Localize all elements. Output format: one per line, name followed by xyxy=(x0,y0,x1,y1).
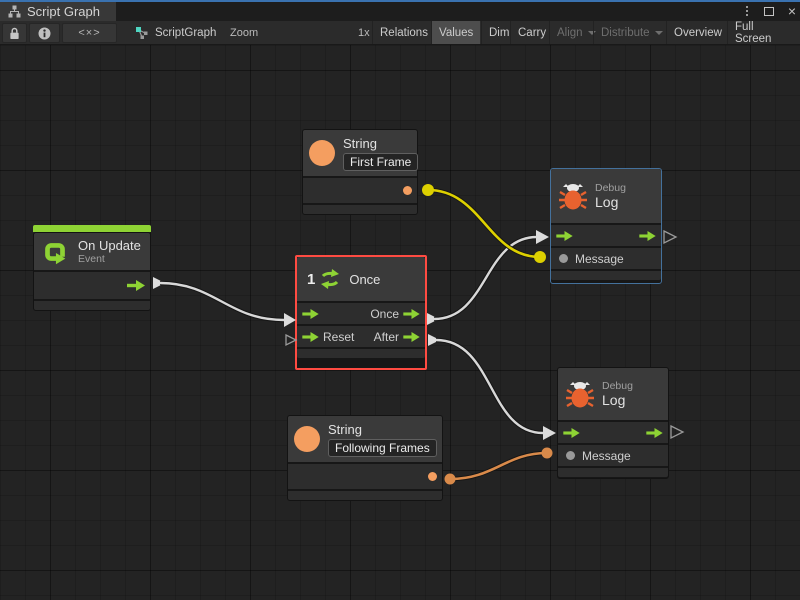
node-footer xyxy=(34,301,150,310)
bug-icon xyxy=(566,382,594,408)
toolbar-button-dim[interactable]: Dim xyxy=(481,21,516,44)
toolbar-button-carry[interactable]: Carry xyxy=(510,21,553,44)
port-label-once: Once xyxy=(370,306,399,321)
graph-name: ScriptGraph xyxy=(155,26,217,39)
node-title: Log xyxy=(595,194,619,210)
toolbar-button-values[interactable]: Values xyxy=(431,21,481,44)
refresh-loop-icon xyxy=(321,269,340,289)
zoom-value: 1x xyxy=(358,27,370,39)
flow-output-port[interactable] xyxy=(646,427,663,438)
lock-button[interactable] xyxy=(2,23,27,43)
chevron-down-icon xyxy=(587,30,596,35)
graph-icon xyxy=(8,5,21,18)
flow-input-port[interactable] xyxy=(302,308,319,319)
string-value-field[interactable]: Following Frames xyxy=(328,438,437,457)
event-accent-bar xyxy=(33,225,151,232)
toolbar-button-fullscreen[interactable]: Full Screen xyxy=(727,21,798,45)
message-input-port[interactable] xyxy=(566,451,575,460)
script-graph-icon xyxy=(136,26,148,39)
graph-breadcrumb[interactable]: ScriptGraph xyxy=(135,21,216,44)
node-category: Debug xyxy=(595,182,626,194)
node-footer xyxy=(297,349,425,358)
after-output-port[interactable] xyxy=(403,331,420,342)
node-title: On Update xyxy=(78,238,141,253)
node-title: Log xyxy=(602,392,626,408)
port-label-message: Message xyxy=(575,251,624,266)
node-string-following-frames[interactable]: String Following Frames xyxy=(287,415,443,501)
update-loop-icon xyxy=(45,242,66,264)
string-output-port[interactable] xyxy=(403,186,412,195)
flow-output-port[interactable] xyxy=(639,230,656,241)
string-output-port[interactable] xyxy=(428,472,437,481)
node-footer xyxy=(303,205,417,214)
string-type-icon xyxy=(294,426,320,452)
toolbar-button-align[interactable]: Align xyxy=(549,21,603,44)
port-label-after: After xyxy=(373,329,399,344)
node-title: Once xyxy=(349,271,381,287)
info-icon xyxy=(38,27,51,39)
bug-icon xyxy=(559,184,587,210)
reset-input-port[interactable] xyxy=(302,331,319,342)
node-on-update[interactable]: On Update Event xyxy=(33,225,151,311)
graph-toolbar: <×> ScriptGraph Zoom 1x Relations Values… xyxy=(0,21,800,59)
focus-indicator xyxy=(0,0,800,2)
code-icon: <×> xyxy=(78,27,101,39)
window-menu-icon[interactable] xyxy=(744,6,750,16)
zoom-label: Zoom xyxy=(230,27,259,39)
string-type-icon xyxy=(309,140,335,166)
node-debug-log-bottom[interactable]: Debug Log Message xyxy=(557,367,669,479)
tab-title: Script Graph xyxy=(27,4,100,19)
node-subtitle: Event xyxy=(78,253,105,265)
message-input-port[interactable] xyxy=(559,254,568,263)
port-label-message: Message xyxy=(582,448,631,463)
flow-input-port[interactable] xyxy=(556,230,573,241)
close-icon[interactable]: × xyxy=(787,3,796,19)
node-once-selected[interactable]: 1 Once Once Reset After xyxy=(295,255,427,370)
node-debug-log-top[interactable]: Debug Log Message xyxy=(550,168,662,284)
once-output-port[interactable] xyxy=(403,308,420,319)
chevron-down-icon xyxy=(654,30,663,35)
tab-script-graph[interactable]: Script Graph xyxy=(0,2,116,21)
once-counter: 1 xyxy=(307,270,316,288)
flow-input-port[interactable] xyxy=(563,427,580,438)
port-label-reset: Reset xyxy=(323,329,355,344)
node-title: String xyxy=(328,421,362,437)
string-value-field[interactable]: First Frame xyxy=(343,152,419,171)
flow-output-port[interactable] xyxy=(127,280,145,291)
code-view-button[interactable]: <×> xyxy=(62,23,117,43)
info-button[interactable] xyxy=(29,23,60,43)
maximize-icon[interactable] xyxy=(763,6,774,16)
node-title: String xyxy=(343,135,377,151)
toolbar-button-relations[interactable]: Relations xyxy=(372,21,435,44)
toolbar-button-overview[interactable]: Overview xyxy=(666,21,729,44)
node-footer xyxy=(288,491,442,500)
node-footer xyxy=(551,271,661,280)
lock-icon xyxy=(10,27,19,39)
toolbar-button-distribute[interactable]: Distribute xyxy=(593,21,670,44)
node-footer xyxy=(558,468,668,477)
window-titlebar: Script Graph × xyxy=(0,0,800,21)
node-category: Debug xyxy=(602,380,633,392)
node-string-first-frame[interactable]: String First Frame xyxy=(302,129,419,215)
